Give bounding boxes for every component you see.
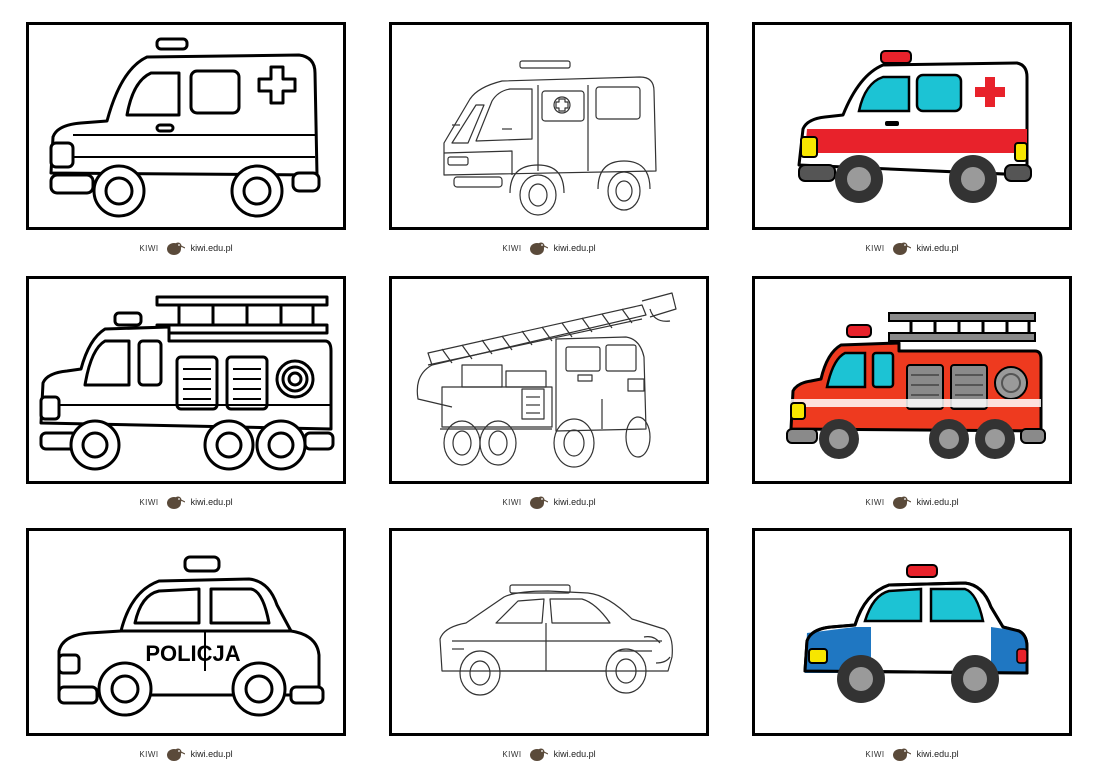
footer: KIWI kiwi.edu.pl xyxy=(26,744,346,764)
ambulance-colored-drawing xyxy=(797,50,1032,203)
brand-name: KIWI xyxy=(865,497,885,507)
police-car-detailed-drawing xyxy=(439,584,673,696)
site-link[interactable]: kiwi.edu.pl xyxy=(553,243,596,253)
brand-name: KIWI xyxy=(139,497,159,507)
footer: KIWI kiwi.edu.pl xyxy=(389,238,709,258)
kiwi-bird-icon xyxy=(892,748,911,761)
card-police-car-colored xyxy=(752,528,1072,736)
kiwi-bird-icon xyxy=(529,242,548,255)
footer: KIWI kiwi.edu.pl xyxy=(26,492,346,512)
kiwi-bird-icon xyxy=(529,496,548,509)
card-ambulance-detailed xyxy=(389,22,709,230)
site-link[interactable]: kiwi.edu.pl xyxy=(553,749,596,759)
site-link[interactable]: kiwi.edu.pl xyxy=(190,497,233,507)
card-fire-truck-colored xyxy=(752,276,1072,484)
site-link[interactable]: kiwi.edu.pl xyxy=(190,749,233,759)
brand-name: KIWI xyxy=(502,497,522,507)
kiwi-bird-icon xyxy=(166,748,185,761)
card-police-car-outline: POLICJA xyxy=(26,528,346,736)
brand-name: KIWI xyxy=(502,749,522,759)
site-link[interactable]: kiwi.edu.pl xyxy=(190,243,233,253)
footer: KIWI kiwi.edu.pl xyxy=(389,744,709,764)
kiwi-bird-icon xyxy=(892,242,911,255)
footer: KIWI kiwi.edu.pl xyxy=(752,744,1072,764)
police-car-colored-drawing xyxy=(803,564,1029,703)
site-link[interactable]: kiwi.edu.pl xyxy=(916,243,959,253)
brand-name: KIWI xyxy=(139,243,159,253)
police-label: POLICJA xyxy=(145,641,240,666)
card-police-car-detailed xyxy=(389,528,709,736)
footer: KIWI kiwi.edu.pl xyxy=(26,238,346,258)
site-link[interactable]: kiwi.edu.pl xyxy=(553,497,596,507)
police-car-outline-drawing: POLICJA xyxy=(57,555,325,717)
site-link[interactable]: kiwi.edu.pl xyxy=(916,497,959,507)
footer: KIWI kiwi.edu.pl xyxy=(752,492,1072,512)
brand-name: KIWI xyxy=(865,749,885,759)
brand-name: KIWI xyxy=(139,749,159,759)
fire-truck-outline-drawing xyxy=(39,295,335,471)
ambulance-outline-drawing xyxy=(49,37,321,218)
footer: KIWI kiwi.edu.pl xyxy=(389,492,709,512)
brand-name: KIWI xyxy=(502,243,522,253)
kiwi-bird-icon xyxy=(166,242,185,255)
ambulance-detailed-drawing xyxy=(443,60,657,216)
footer: KIWI kiwi.edu.pl xyxy=(752,238,1072,258)
kiwi-bird-icon xyxy=(166,496,185,509)
kiwi-bird-icon xyxy=(529,748,548,761)
site-link[interactable]: kiwi.edu.pl xyxy=(916,749,959,759)
kiwi-bird-icon xyxy=(892,496,911,509)
fire-truck-detailed-drawing xyxy=(416,292,677,468)
fire-truck-colored-drawing xyxy=(786,312,1046,459)
card-fire-truck-detailed xyxy=(389,276,709,484)
card-ambulance-colored xyxy=(752,22,1072,230)
brand-name: KIWI xyxy=(865,243,885,253)
card-ambulance-outline xyxy=(26,22,346,230)
card-fire-truck-outline xyxy=(26,276,346,484)
